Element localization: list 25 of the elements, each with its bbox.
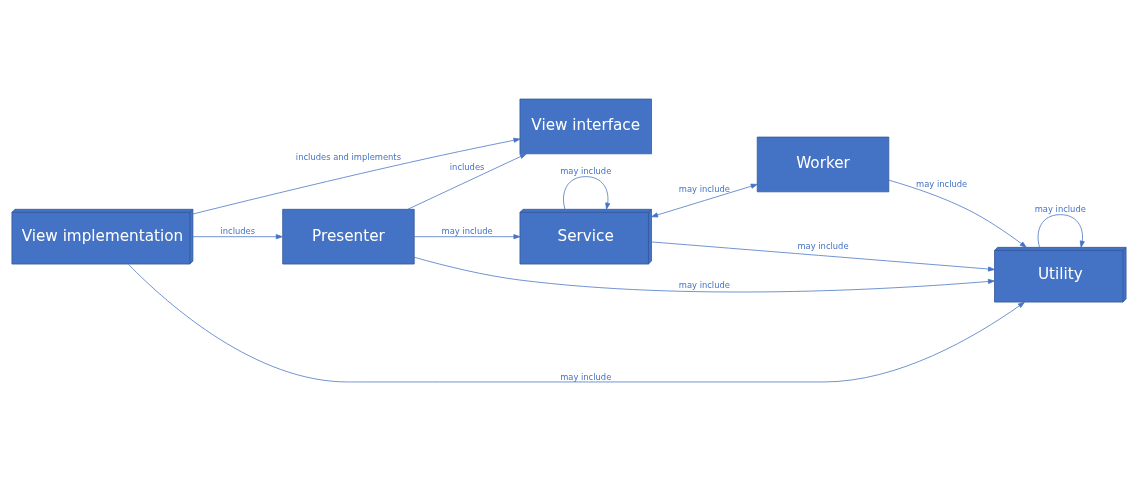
edge-label: may include (678, 280, 730, 291)
edge-label: may include (1034, 204, 1086, 215)
edge-label: may include (441, 226, 493, 237)
edge-label: may include (678, 183, 730, 194)
arrow (407, 153, 527, 210)
edge-label: includes (220, 226, 256, 237)
arrow (651, 183, 758, 218)
edge-label: may include (560, 371, 612, 382)
node-box: Presenter (282, 208, 415, 265)
edge-label: may include (916, 179, 968, 190)
arrow (888, 179, 1027, 248)
node-box: View interface (519, 98, 652, 155)
edge-label: includes (449, 161, 485, 172)
arrow (1037, 214, 1085, 248)
arrow (192, 137, 521, 215)
arrow (192, 234, 283, 240)
edge-label: may include (560, 166, 612, 177)
edge-label: includes and implements (295, 151, 402, 162)
node-box: Worker (756, 136, 890, 193)
edge-label: may include (797, 240, 849, 251)
arrow (413, 234, 521, 240)
arrow (413, 256, 995, 293)
arrow (563, 176, 611, 210)
arrow (128, 264, 1025, 383)
arrow (651, 241, 995, 272)
